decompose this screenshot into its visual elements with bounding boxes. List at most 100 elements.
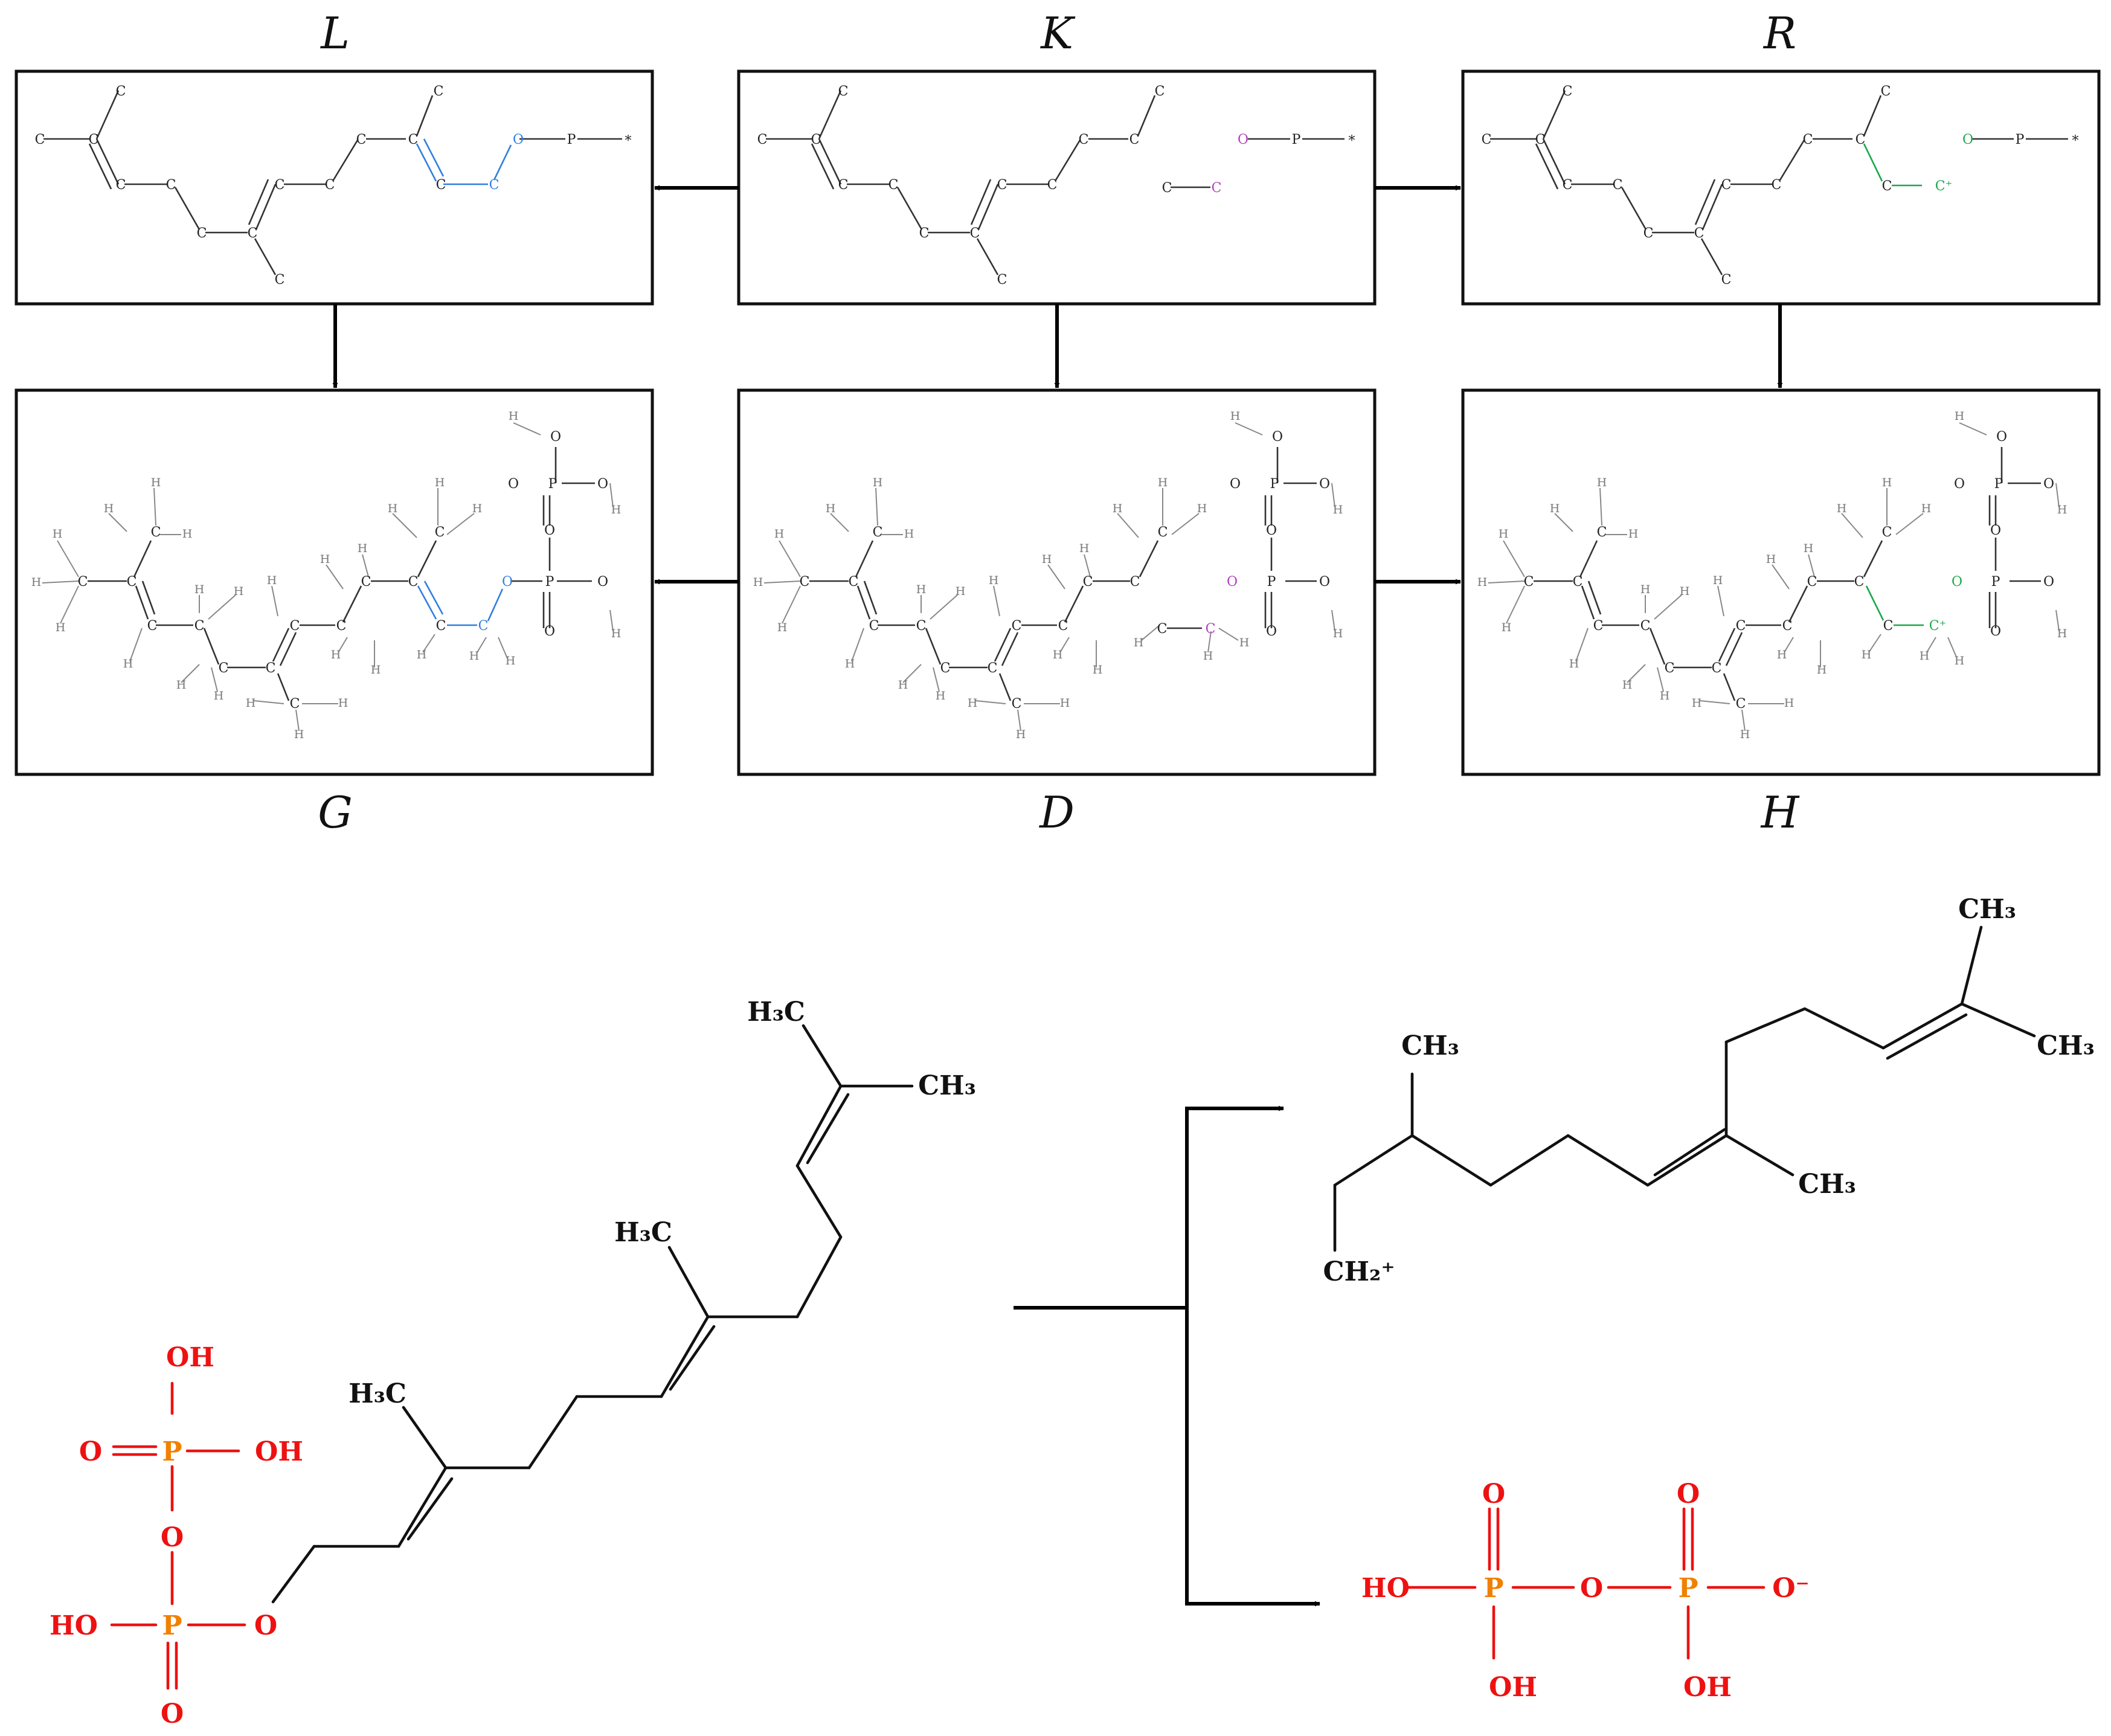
atom-h: H (123, 657, 133, 670)
atom-h: H (1239, 636, 1250, 649)
product-carbocation: CH₃ CH₃ CH₃ CH₃ CH₂⁺ (1323, 894, 2094, 1287)
atom-c-fragment: C (1206, 622, 1216, 637)
atom-h: H (417, 648, 427, 661)
atom-h: H (1550, 502, 1560, 515)
atom-h: H (1093, 663, 1103, 677)
atom-h: H (1882, 476, 1892, 489)
atom-c: C (1129, 132, 1140, 147)
atom-c: C (1155, 84, 1165, 99)
atom-h: H (968, 696, 978, 710)
atom-h: H (1955, 654, 1965, 667)
atom-h: H (176, 678, 187, 692)
atom-c: C (970, 226, 980, 241)
atom-c: C (434, 84, 444, 99)
atom-h: H (182, 527, 193, 541)
atom-h: H (1804, 542, 1814, 555)
phosphorus-atom: P (1678, 1573, 1698, 1604)
atom-h: H (1628, 527, 1639, 541)
oh-group: OH (255, 1436, 303, 1467)
atom-h: H (826, 502, 836, 515)
methyl-group: CH₃ (1958, 894, 2016, 925)
atom-o: O (550, 429, 561, 445)
atom-c: C (435, 525, 445, 540)
atom-c: C (988, 661, 998, 676)
atom-h: H (1053, 648, 1063, 661)
atom-c: C (1158, 525, 1168, 540)
atom-h: H (936, 689, 946, 702)
atom-c-linked: C (478, 619, 489, 634)
atom-p: P (2016, 132, 2025, 147)
oxygen-double: O (1482, 1479, 1505, 1509)
panel-label-k: K (1039, 8, 1076, 59)
methyl-group: CH₃ (918, 1070, 976, 1101)
oxygen-ester: O (254, 1610, 277, 1641)
atom-h: H (1921, 502, 1932, 515)
atom-c: C (1772, 178, 1782, 193)
atom-o: O (1319, 477, 1330, 492)
atom-h: H (777, 621, 788, 634)
atom-h: H (1499, 527, 1509, 541)
atom-c: C (116, 84, 126, 99)
atom-c: C (151, 525, 161, 540)
atom-o: O (2043, 574, 2054, 590)
atom-h: H (506, 654, 516, 667)
atom-c: C (1736, 619, 1746, 634)
atom-c: C (1597, 525, 1607, 540)
atom-h: H (1079, 542, 1090, 555)
atom-c: C (336, 619, 347, 634)
atom-h: H (1740, 728, 1750, 741)
atom-p: P (1270, 477, 1279, 492)
atom-o: O (508, 477, 519, 492)
atom-o: O (544, 624, 555, 639)
atom-c: C (219, 661, 229, 676)
panel-box-h (1461, 388, 2101, 776)
atom-c: C (869, 619, 879, 634)
atom-c: C (1130, 574, 1140, 590)
atom-h: H (320, 553, 330, 566)
atom-h: H (1597, 476, 1607, 489)
molecule-l: C C C C C C C C C C C C C C C O P * (35, 84, 632, 288)
atom-c: C (1083, 574, 1093, 590)
atom-p: P (1292, 132, 1301, 147)
atom-c: C (248, 226, 258, 241)
atom-h: H (246, 696, 256, 710)
atom-p: P (548, 477, 557, 492)
panel-label-h: H (1760, 787, 1800, 838)
atom-o: O (1996, 429, 2007, 445)
atom-c: C (1665, 661, 1675, 676)
atom-c: C (916, 619, 927, 634)
atom-c: C (408, 574, 419, 590)
atom-c: C (1012, 696, 1022, 712)
oh-group: OH (1489, 1672, 1537, 1703)
atom-c: C (1482, 132, 1492, 147)
atom-c: C (919, 226, 930, 241)
oxygen-double: O (1677, 1479, 1700, 1509)
oh-group: OH (1683, 1672, 1732, 1703)
atom-h: H (1837, 502, 1847, 515)
atom-h: H (1713, 574, 1723, 587)
atom-c: C (757, 132, 768, 147)
atom-c: C (275, 178, 285, 193)
atom-h: H (1158, 476, 1168, 489)
atom-h: H (1660, 689, 1670, 702)
atom-c: C (35, 132, 45, 147)
atom-c: C (1058, 619, 1068, 634)
atom-o-fragment: O (1227, 574, 1238, 590)
atom-c: C (997, 272, 1007, 288)
atom-c: C (197, 226, 207, 241)
atom-h: H (469, 649, 480, 663)
atom-o: O (1954, 477, 1965, 492)
panel-box-g (14, 388, 654, 776)
atom-o: O (544, 523, 555, 538)
atom-h: H (388, 502, 398, 515)
methyl-group: H₃C (349, 1378, 406, 1409)
phosphorus-atom: P (162, 1436, 182, 1467)
atom-h: H (1692, 696, 1702, 710)
atom-c: C (436, 178, 446, 193)
atom-c: C (290, 619, 300, 634)
atom-c: C (1640, 619, 1651, 634)
panel-label-r: R (1762, 8, 1796, 59)
atom-h: H (611, 627, 622, 640)
panel-box-l (14, 69, 654, 306)
